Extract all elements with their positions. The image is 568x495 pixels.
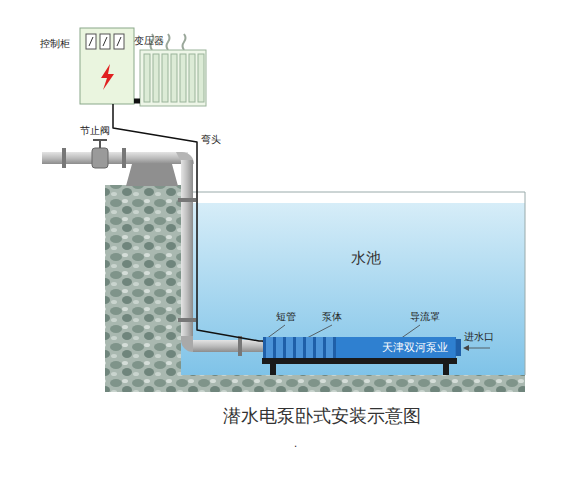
caption: 潜水电泵卧式安装示意图 [223,406,421,428]
stop-valve [92,140,108,168]
inlet-arrowhead [463,345,469,351]
flange [238,336,242,356]
part-label: 弯头 [201,134,221,146]
base-leg [443,364,449,375]
pipe [193,340,263,352]
part-label: 节止阀 [80,125,110,137]
transformer-fin [171,54,177,102]
node-label: 天津双河泵业 [382,341,448,354]
transformer-fin [162,54,168,102]
pool-edge [181,192,525,193]
flange [122,148,126,168]
pump-body: 天津双河泵业 [263,337,456,358]
part-label: . [294,438,297,450]
flange [178,198,196,202]
node-label: 水池 [351,249,381,267]
pool-region: 水池天津双河泵业 [181,203,525,375]
transformer-fin [144,54,150,102]
rock-wall [105,185,181,392]
transformer-fin [153,54,159,102]
node-label: 控制柜 [40,38,70,50]
transformer-fin [189,54,195,102]
node-label: 变压器 [134,35,164,47]
inlet-arrow [466,348,490,349]
part-label: 导流罩 [410,311,440,323]
part-label: 进水口 [464,331,494,343]
transformer-fin [180,54,186,102]
rock-floor [105,375,525,392]
control-cabinet-box: 控制柜 [80,28,134,104]
transformer-box: 变压器 [140,50,206,106]
power-bar [134,99,140,104]
part-label: 泵体 [322,311,342,323]
base-leg [270,364,276,375]
pipe [181,160,193,340]
flange [62,148,66,168]
transformer-fin [198,54,204,102]
part-label: 短管 [276,311,296,323]
pool-water [181,203,525,375]
flange [178,318,196,322]
power-cable [113,104,263,341]
pool-edge [525,192,526,375]
base-plate [262,358,457,364]
control-cabinet [80,28,134,104]
pipe-support [126,164,178,186]
